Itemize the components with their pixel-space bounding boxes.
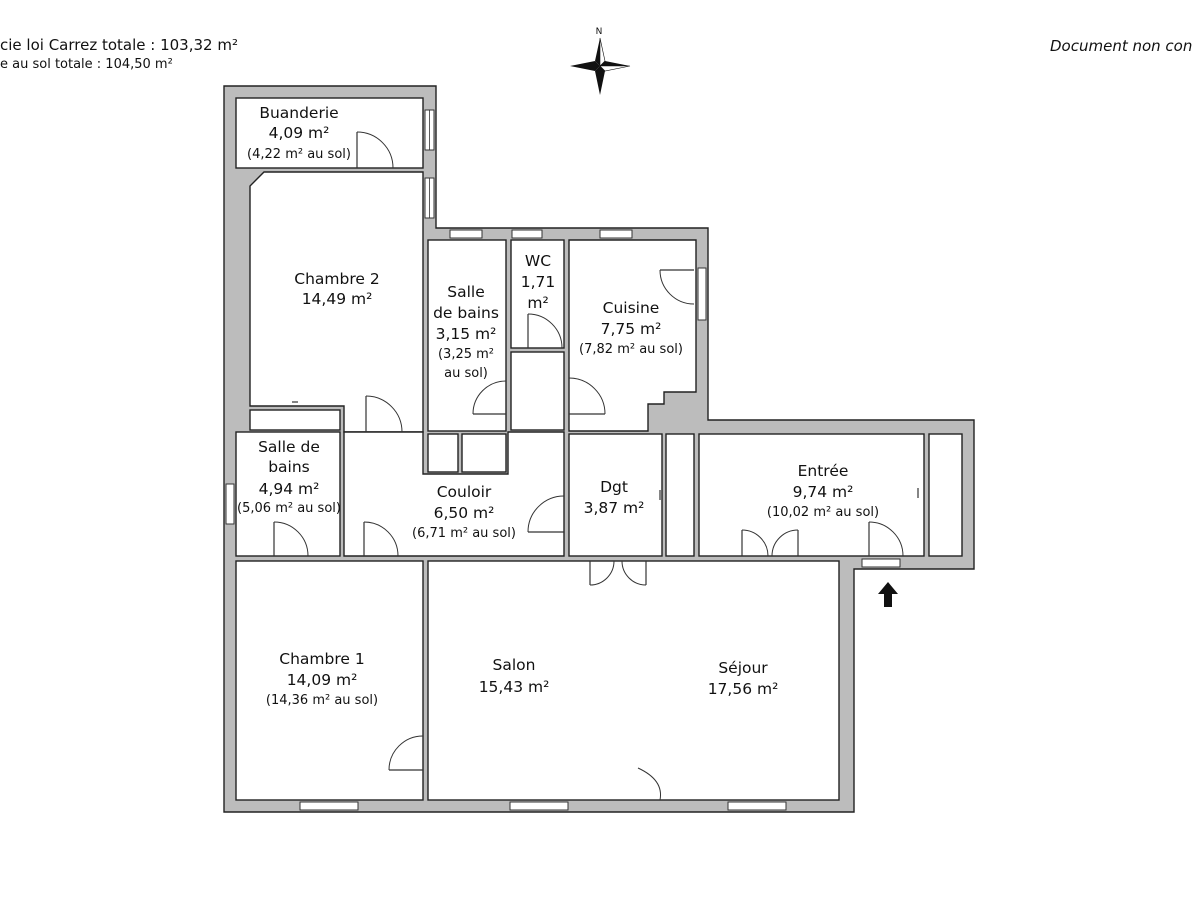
cuisine-name: Cuisine: [603, 299, 660, 317]
sdb1-area: 3,15 m²: [436, 325, 497, 343]
room-salle-de-bains-1: [427, 239, 507, 432]
sdb2-sol: (5,06 m² au sol): [237, 501, 341, 516]
doors: [273, 131, 919, 801]
cupboard-entree: [928, 433, 963, 557]
cupboard-dgt: [665, 433, 695, 557]
room-salle-de-bains-2: [235, 431, 341, 557]
dgt-area: 3,87 m²: [584, 499, 645, 517]
entree-name: Entrée: [798, 462, 849, 480]
room-wc: [510, 239, 565, 349]
sdb1-sol-line1: (3,25 m²: [438, 347, 494, 362]
room-couloir: [343, 431, 565, 557]
sdb1-name-line1: Salle: [447, 283, 485, 301]
entrance-arrow-icon: [878, 582, 898, 607]
sdb1-name-line2: de bains: [433, 304, 499, 322]
room-chambre-1: [235, 560, 424, 801]
room-buanderie: [235, 97, 424, 169]
cupboard-1: [427, 433, 459, 473]
wc-area-line2: m²: [527, 294, 548, 312]
salon-area: 15,43 m²: [479, 678, 550, 696]
shaft: [510, 351, 565, 431]
entree-sol: (10,02 m² au sol): [767, 505, 879, 520]
windows: [225, 109, 901, 811]
wc-name: WC: [525, 252, 551, 270]
sdb2-name-line1: Salle de: [258, 438, 320, 456]
sejour-area: 17,56 m²: [708, 680, 779, 698]
chambre-1-area: 14,09 m²: [287, 671, 358, 689]
chambre-2-name: Chambre 2: [294, 270, 379, 288]
buanderie-name: Buanderie: [259, 104, 338, 122]
cupboard-2: [461, 433, 507, 473]
entree-area: 9,74 m²: [793, 483, 854, 501]
cuisine-sol: (7,82 m² au sol): [579, 342, 683, 357]
sdb2-name-line2: bains: [268, 458, 310, 476]
north-label: N: [596, 27, 603, 37]
room-dgt: [568, 433, 663, 557]
room-salon-sejour: [427, 560, 840, 801]
sdb2-area: 4,94 m²: [259, 480, 320, 498]
wc-area-line1: 1,71: [521, 273, 556, 291]
couloir-name: Couloir: [437, 483, 492, 501]
room-chambre-2: [249, 171, 424, 433]
sejour-name: Séjour: [718, 659, 768, 677]
couloir-sol: (6,71 m² au sol): [412, 526, 516, 541]
room-entree: [698, 433, 925, 557]
carrez-total-text: cie loi Carrez totale : 103,32 m²: [0, 36, 238, 54]
cuisine-area: 7,75 m²: [601, 320, 662, 338]
couloir-area: 6,50 m²: [434, 504, 495, 522]
dgt-name: Dgt: [600, 478, 628, 496]
non-contractual-notice: Document non con: [1050, 37, 1193, 55]
buanderie-sol: (4,22 m² au sol): [247, 147, 351, 162]
chambre-1-name: Chambre 1: [279, 650, 364, 668]
buanderie-area: 4,09 m²: [269, 124, 330, 142]
salon-name: Salon: [493, 656, 536, 674]
chambre-2-area: 14,49 m²: [302, 290, 373, 308]
closet-chambre-2: [249, 409, 341, 431]
compass-rose-icon: N: [570, 27, 631, 95]
chambre-1-sol: (14,36 m² au sol): [266, 693, 378, 708]
floor-area-total-text: e au sol totale : 104,50 m²: [0, 57, 173, 72]
room-cuisine: [568, 239, 697, 432]
sdb1-sol-line2: au sol): [444, 366, 488, 381]
